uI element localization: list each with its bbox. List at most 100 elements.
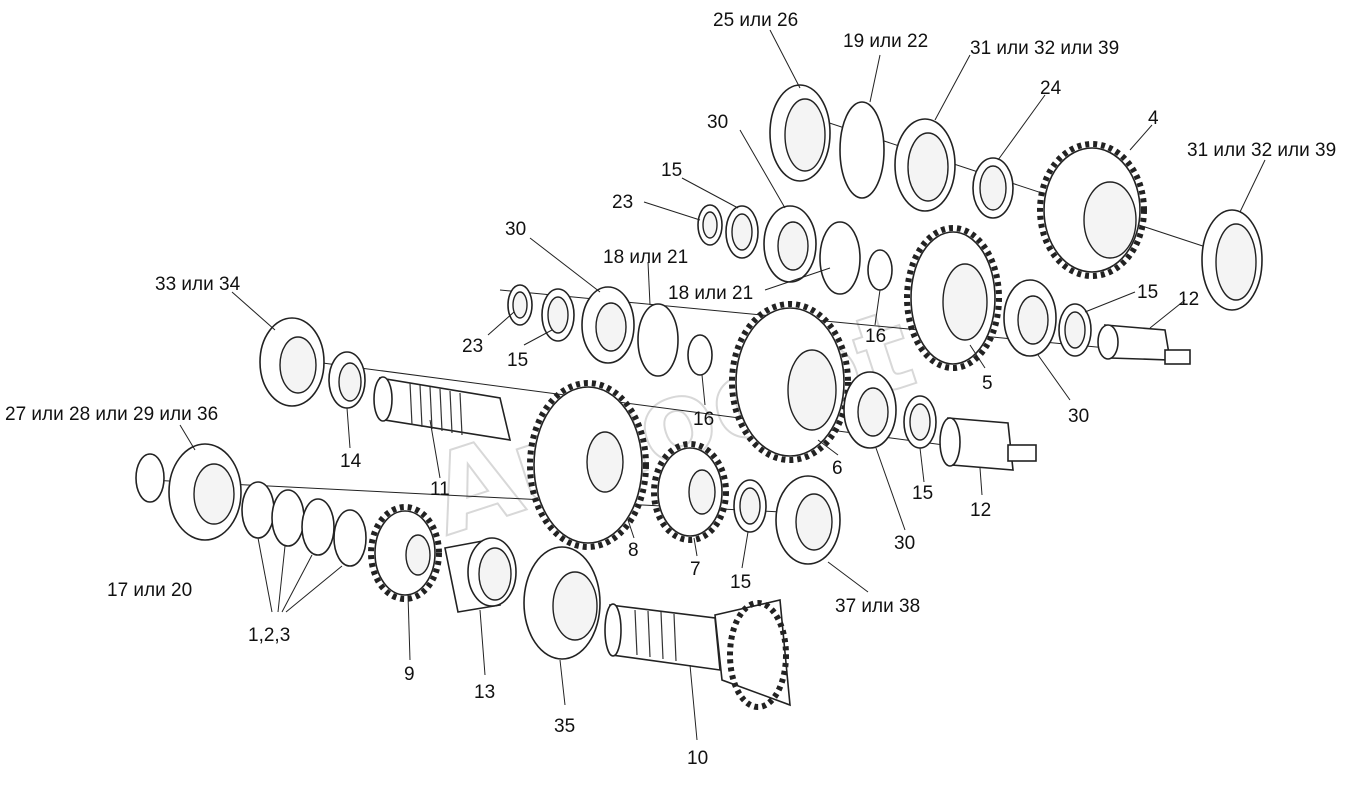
part-23-washer-a [697, 204, 723, 246]
part-17-20-snap-ring [135, 453, 165, 503]
part-31-32-39-seal-right [1201, 209, 1263, 311]
label-11: 11 [430, 479, 450, 500]
part-30-bearing-b [1003, 279, 1057, 357]
part-11-shaft [373, 376, 512, 441]
label-27-28-29-36: 27 или 28 или 29 или 36 [5, 404, 218, 425]
part-9-gear [368, 504, 442, 602]
leader-15-d [919, 447, 925, 483]
leader-30-c [1037, 354, 1071, 401]
part-37-38-bearing [775, 475, 841, 565]
part-30-bearing-d [843, 371, 897, 449]
part-6-gear [729, 301, 851, 463]
part-15-ring-a [725, 205, 759, 259]
leader-11 [429, 419, 441, 479]
label-24: 24 [1040, 78, 1062, 99]
label-14: 14 [340, 451, 362, 472]
label-37-38: 37 или 38 [835, 596, 920, 617]
leader-123-a [257, 537, 273, 613]
label-30-b: 30 [505, 219, 526, 240]
label-10: 10 [687, 748, 708, 769]
label-13: 13 [474, 682, 495, 703]
label-8: 8 [628, 540, 639, 561]
part-7-gear [651, 441, 729, 543]
label-16-b: 16 [693, 409, 714, 430]
leader-10 [689, 664, 698, 741]
part-13-sleeve [444, 537, 517, 613]
part-15-ring-c [541, 288, 575, 342]
label-18-21-b: 18 или 21 [668, 283, 753, 304]
part-10-bevel-pinion [604, 599, 791, 710]
leader-19-22 [869, 54, 881, 103]
leader-8 [627, 519, 635, 539]
label-15-b: 15 [507, 350, 528, 371]
label-12-a: 12 [1178, 289, 1199, 310]
leader-123-b [277, 545, 286, 613]
leader-18-21-a [647, 261, 651, 306]
leader-13 [479, 609, 486, 676]
label-17-20: 17 или 20 [107, 580, 192, 601]
part-16-ring-a [867, 249, 893, 291]
leader-12-a [1149, 299, 1186, 329]
leader-33-34 [231, 291, 276, 331]
part-24-ring [972, 157, 1014, 219]
leader-123-d [285, 565, 343, 613]
label-35: 35 [554, 716, 575, 737]
part-12-pin-a [1097, 324, 1191, 365]
part-8-gear [527, 380, 649, 550]
label-19-22: 19 или 22 [843, 31, 928, 52]
part-31-32-39-seal-upper [894, 118, 956, 212]
part-33-34-bearing [259, 317, 325, 407]
label-15-d: 15 [912, 483, 933, 504]
label-12-b: 12 [970, 500, 991, 521]
label-23-b: 23 [462, 336, 483, 357]
label-18-21-a: 18 или 21 [603, 247, 688, 268]
part-23-washer-b [507, 284, 533, 326]
part-16-ring-b [687, 334, 713, 376]
leader-16-b [701, 374, 706, 406]
label-30-d: 30 [894, 533, 915, 554]
part-27-28-29-36-bearing [168, 443, 242, 541]
part-15-ring-e [733, 479, 767, 533]
part-15-ring-d [903, 395, 937, 449]
leader-30-a [739, 129, 786, 209]
leader-24 [997, 94, 1046, 161]
label-16-a: 16 [865, 326, 886, 347]
leader-4 [1129, 124, 1153, 151]
leader-31-32-39-upper [934, 54, 971, 121]
part-19-22-snap-ring [839, 101, 885, 199]
label-30-c: 30 [1068, 406, 1089, 427]
leader-6 [817, 439, 839, 456]
leader-18-21-b [764, 267, 831, 291]
part-18-21-snap-ring-a [819, 221, 861, 295]
leader-15-c [1084, 291, 1136, 313]
label-30-a: 30 [707, 112, 728, 133]
label-15-e: 15 [730, 572, 751, 593]
part-4-gear [1037, 141, 1147, 279]
part-35-bearing [523, 546, 601, 660]
label-31-32-39-right: 31 или 32 или 39 [1187, 140, 1336, 161]
label-6: 6 [832, 458, 843, 479]
label-15-a: 15 [661, 160, 682, 181]
leader-23-a [643, 201, 701, 221]
label-1-2-3: 1,2,3 [248, 625, 290, 646]
leader-12-b [979, 467, 983, 496]
part-1-2-3-shims [241, 481, 367, 567]
part-25-26-bearing-cup [769, 84, 831, 182]
part-14-spacer [328, 351, 366, 409]
label-23-a: 23 [612, 192, 633, 213]
label-5: 5 [982, 373, 993, 394]
leader-16-a [874, 289, 881, 326]
leader-15-a [681, 177, 739, 209]
part-5-gear [904, 225, 1002, 371]
leader-30-b [529, 237, 601, 293]
leader-37-38 [827, 561, 869, 593]
label-4: 4 [1148, 108, 1159, 129]
part-30-bearing-c [581, 286, 635, 364]
part-15-ring-b [1058, 303, 1092, 357]
leader-27-28-29-36 [179, 424, 196, 451]
leader-14 [346, 407, 351, 449]
label-7: 7 [690, 559, 701, 580]
leader-15-e [741, 531, 749, 569]
leader-9 [407, 594, 411, 661]
